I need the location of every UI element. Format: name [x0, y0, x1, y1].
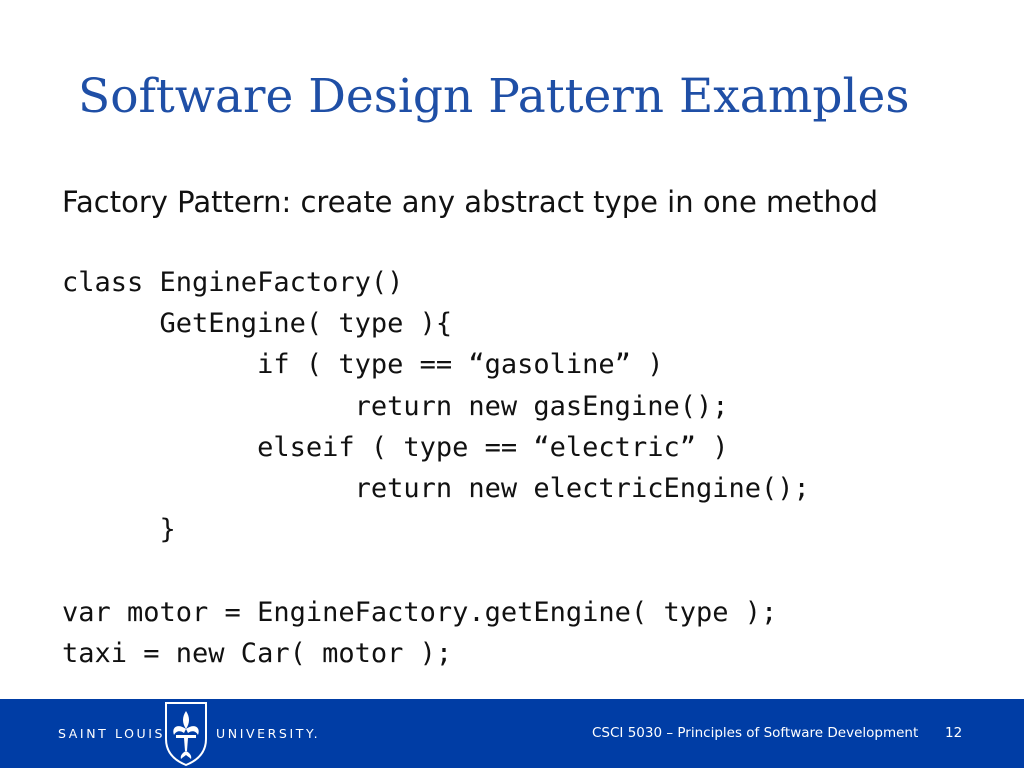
code-line: class EngineFactory() — [62, 267, 404, 298]
code-line: return new electricEngine(); — [62, 472, 810, 504]
code-line: taxi = new Car( motor ); — [62, 637, 453, 669]
code-line: var motor = EngineFactory.getEngine( typ… — [62, 596, 778, 628]
wordmark-saint-louis: SAINT LOUIS — [58, 726, 166, 741]
code-block: class EngineFactory() GetEngine( type ){… — [62, 262, 810, 674]
code-line: elseif ( type == “electric” ) — [62, 431, 729, 463]
code-line: if ( type == “gasoline” ) — [62, 349, 664, 381]
code-line: GetEngine( type ){ — [62, 308, 453, 340]
course-label: CSCI 5030 – Principles of Software Devel… — [592, 725, 919, 741]
slide-title: Software Design Pattern Examples — [78, 69, 910, 124]
code-line — [62, 550, 810, 591]
slide-subtitle: Factory Pattern: create any abstract typ… — [62, 185, 878, 219]
fleur-de-lis-shield-icon — [165, 702, 207, 767]
code-line: } — [62, 514, 176, 546]
footer-bar: SAINT LOUIS UNIVERSITY. CSCI 5030 – Prin… — [0, 699, 1024, 768]
wordmark-university: UNIVERSITY. — [216, 726, 321, 741]
slide-number: 12 — [945, 725, 963, 741]
code-line: return new gasEngine(); — [62, 390, 729, 422]
